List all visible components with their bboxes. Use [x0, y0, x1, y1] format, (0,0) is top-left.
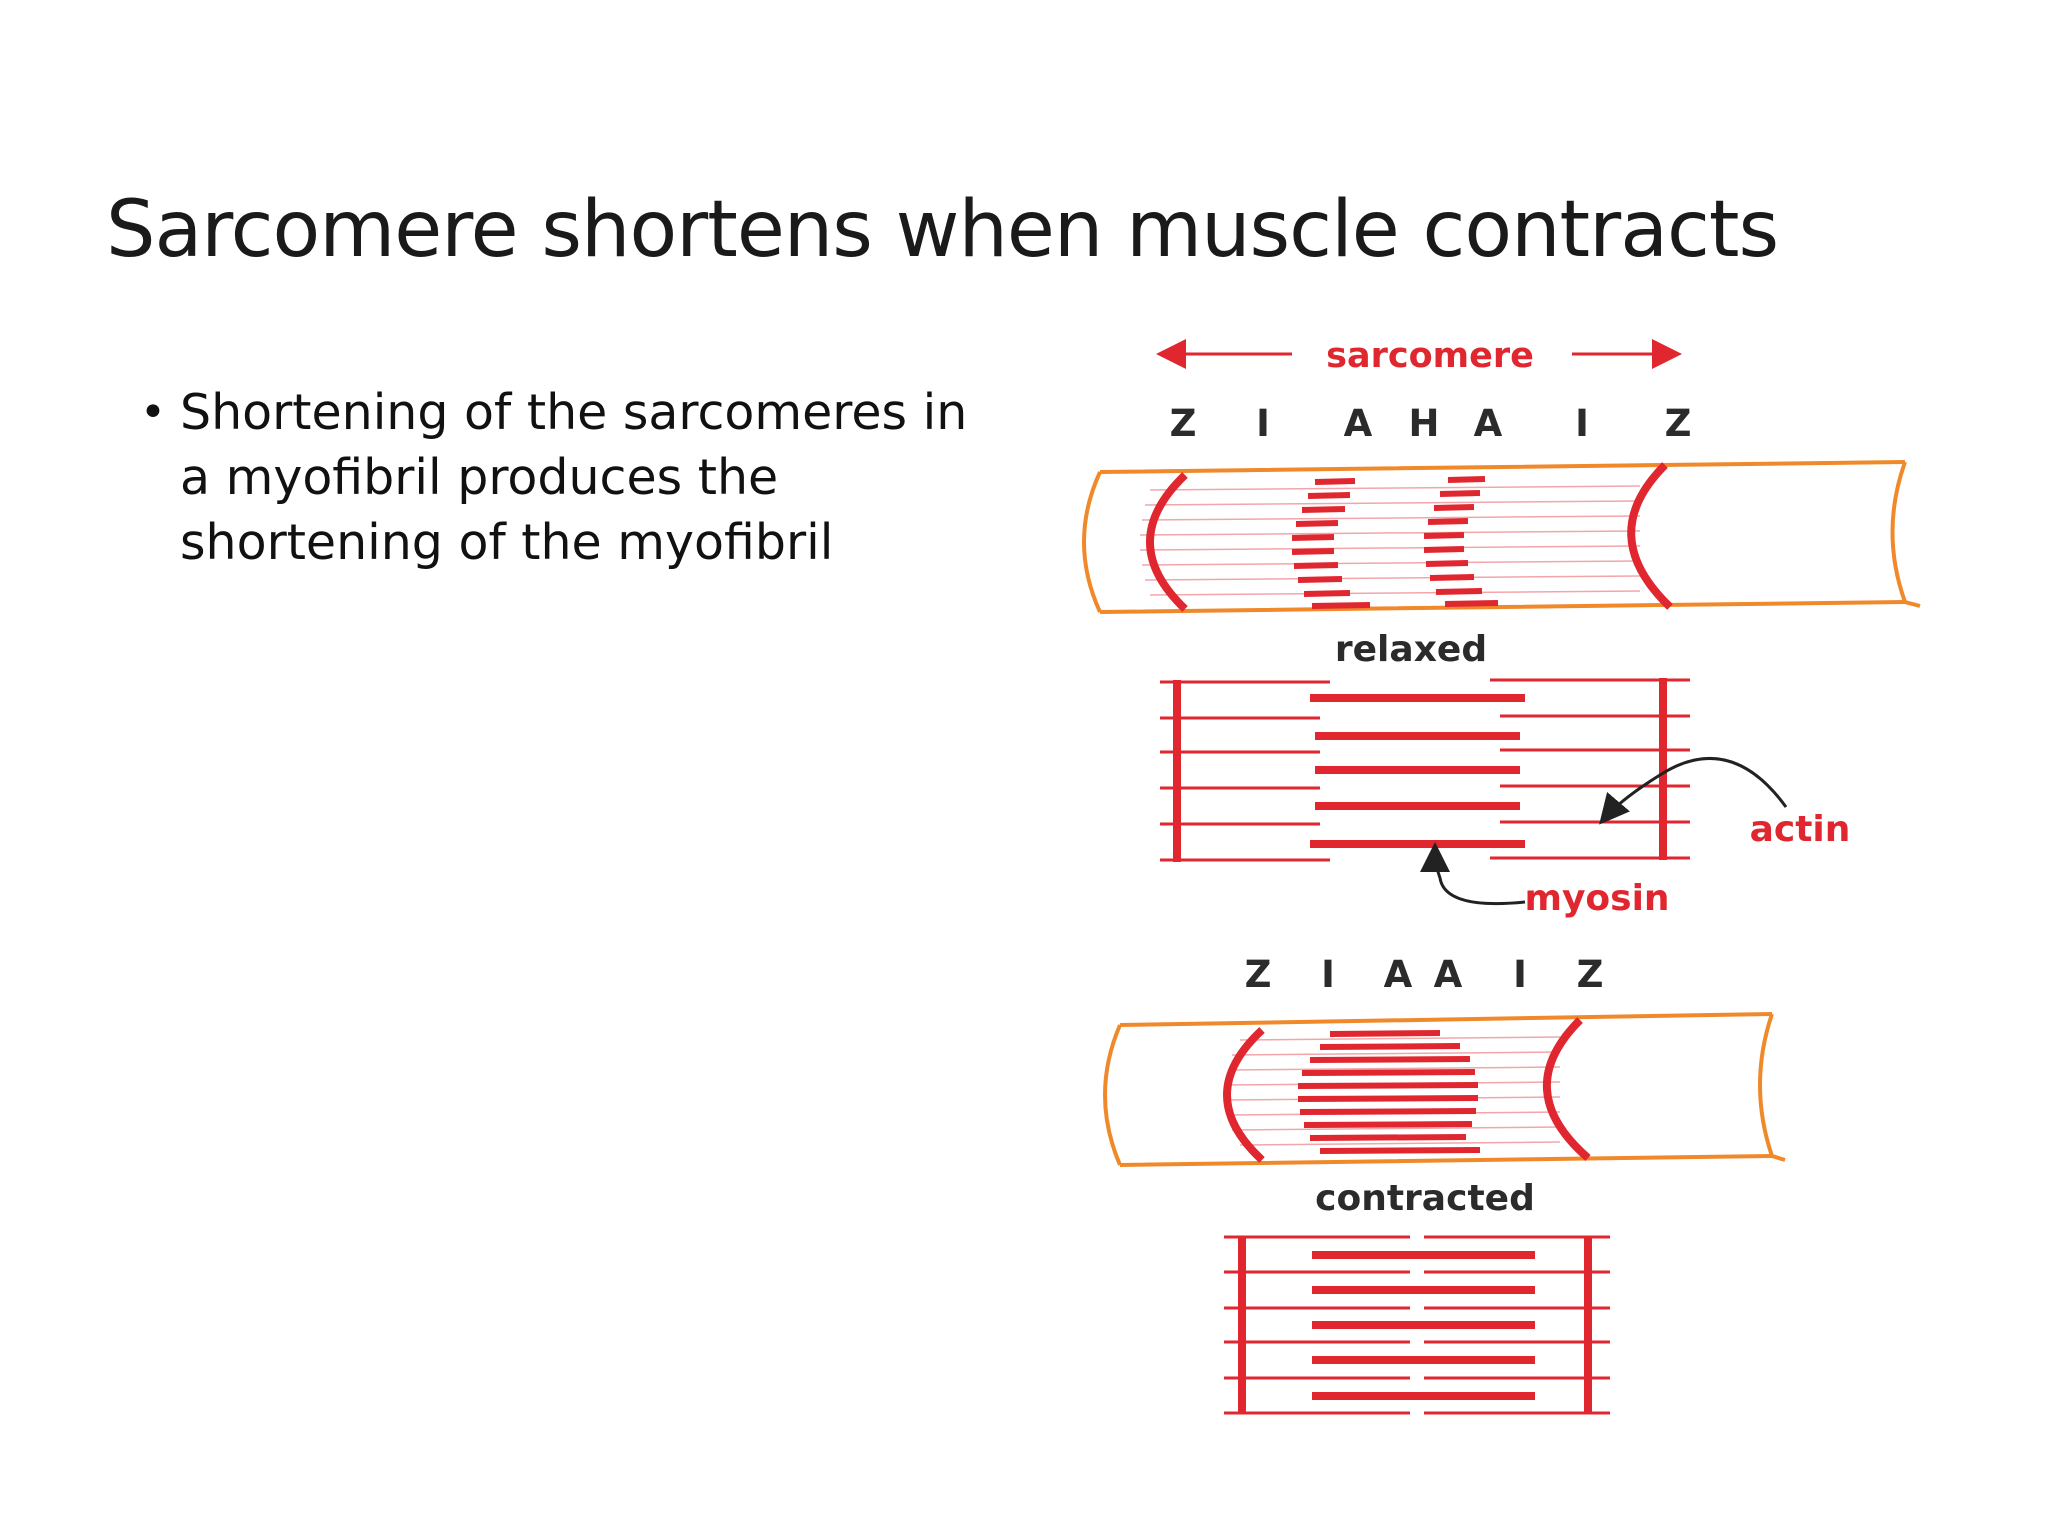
- band-letter-h: H: [1409, 402, 1440, 445]
- relaxed-myosin-left: [1291, 478, 1371, 609]
- z-disc-left: [1146, 472, 1188, 612]
- band-letter-z: Z: [1245, 953, 1272, 996]
- band-letter-z: Z: [1665, 402, 1692, 445]
- band-letter-z: Z: [1577, 953, 1604, 996]
- contracted-band-letters: Z I A A I Z: [1245, 953, 1604, 996]
- contracted-myosin-filaments: [1312, 1251, 1535, 1400]
- band-letter-i: I: [1575, 402, 1589, 445]
- sarcomere-span: sarcomere: [1156, 336, 1682, 376]
- relaxed-sarcomere-schematic: [1160, 678, 1690, 862]
- z-disc-left: [1223, 1027, 1265, 1163]
- contracted-label: contracted: [1315, 1178, 1535, 1219]
- relaxed-myosin-right: [1423, 476, 1499, 607]
- relaxed-label: relaxed: [1335, 629, 1487, 670]
- contracted-myosin-block: [1297, 1030, 1481, 1154]
- bullet-text: Shortening of the sarcomeres in a myofib…: [180, 384, 968, 571]
- band-letter-i: I: [1513, 953, 1527, 996]
- relaxed-actin-filaments: [1160, 678, 1690, 862]
- band-letter-a: A: [1474, 402, 1503, 445]
- relaxed-myofibril: [1082, 460, 1921, 614]
- band-letter-i: I: [1321, 953, 1335, 996]
- myosin-label: myosin: [1524, 878, 1669, 919]
- contracted-sarcomere-schematic: [1224, 1235, 1610, 1415]
- relaxed-thin-filaments: [1139, 485, 1641, 596]
- bullet-item: • Shortening of the sarcomeres in a myof…: [140, 380, 1000, 575]
- contracted-thin-filaments: [1224, 1036, 1561, 1146]
- contracted-actin-filaments: [1224, 1235, 1610, 1415]
- band-letter-a: A: [1434, 953, 1463, 996]
- actin-pointer-arrow: [1599, 756, 1788, 825]
- relaxed-band-letters: Z I A H A I Z: [1170, 402, 1692, 445]
- band-letter-a: A: [1384, 953, 1413, 996]
- slide-title: Sarcomere shortens when muscle contracts: [106, 185, 1779, 275]
- contracted-myofibril: [1103, 1012, 1786, 1167]
- z-disc-right: [1543, 1017, 1591, 1162]
- band-letter-a: A: [1344, 402, 1373, 445]
- band-letter-z: Z: [1170, 402, 1197, 445]
- bullet-list: • Shortening of the sarcomeres in a myof…: [140, 380, 1000, 575]
- relaxed-myosin-filaments: [1310, 694, 1525, 848]
- bullet-icon: •: [140, 387, 166, 438]
- band-letter-i: I: [1256, 402, 1270, 445]
- z-disc-right: [1627, 462, 1673, 610]
- sarcomere-label: sarcomere: [1326, 336, 1534, 376]
- actin-label: actin: [1750, 809, 1851, 850]
- myosin-pointer-arrow: [1420, 842, 1526, 906]
